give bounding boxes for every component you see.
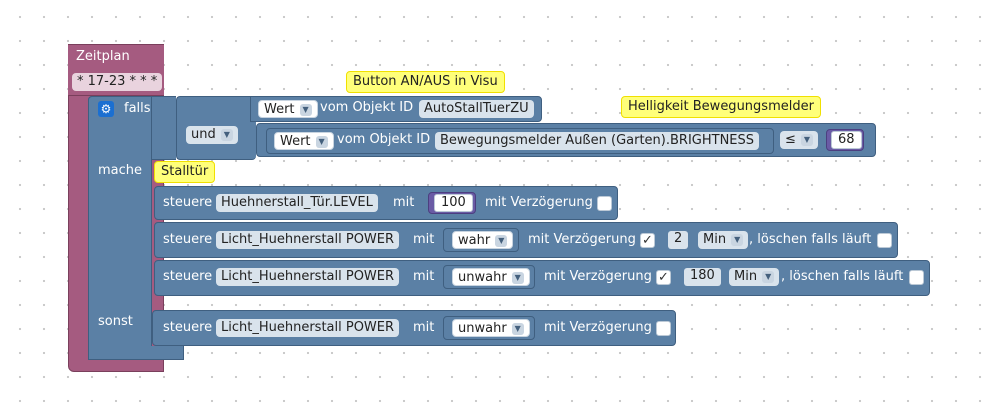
statement3-delay-checkbox[interactable]: ✓ xyxy=(656,270,671,285)
statement1-with: mit xyxy=(393,195,415,210)
chevron-down-icon: ▼ xyxy=(800,134,814,146)
statement3-unit-dropdown[interactable]: Min ▼ xyxy=(729,268,780,286)
comment-button-visu[interactable]: Button AN/AUS in Visu xyxy=(346,71,505,93)
statement3-control: steuere xyxy=(163,269,213,284)
statement4-bool-dropdown[interactable]: unwahr ▼ xyxy=(452,319,530,337)
condition2-operator-dropdown[interactable]: ≤▼ xyxy=(780,131,819,149)
statement4-delay-checkbox[interactable] xyxy=(656,321,671,336)
do-label: mache xyxy=(98,163,143,178)
statement2-control: steuere xyxy=(163,232,213,247)
statement4-with: mit xyxy=(413,320,435,335)
statement1-delay-checkbox[interactable] xyxy=(597,196,612,211)
condition1-text: vom Objekt ID xyxy=(320,100,414,115)
condition2-number-field[interactable]: 68 xyxy=(831,131,862,149)
condition2-object-id[interactable]: Bewegungsmelder Außen (Garten).BRIGHTNES… xyxy=(435,132,760,150)
condition1-value-dropdown[interactable]: Wert ▼ xyxy=(258,100,318,118)
comment-stalltuer[interactable]: Stalltür xyxy=(154,161,216,183)
chevron-down-icon: ▼ xyxy=(511,272,524,284)
chevron-down-icon: ▼ xyxy=(511,323,524,335)
chevron-down-icon: ▼ xyxy=(315,136,328,148)
schedule-cron-field[interactable]: * 17-23 * * * xyxy=(72,73,163,91)
schedule-title: Zeitplan xyxy=(76,49,130,64)
statement3-unit-label: Min xyxy=(734,269,758,284)
comment-brightness[interactable]: Helligkeit Bewegungsmelder xyxy=(621,96,821,118)
if-label: falls xyxy=(124,101,151,116)
statement3-bool-label: unwahr xyxy=(458,270,507,285)
statement3-delay-label: mit Verzögerung xyxy=(544,269,652,284)
chevron-down-icon: ▼ xyxy=(299,104,312,116)
else-label: sonst xyxy=(98,314,133,329)
condition1-object-id[interactable]: AutoStallTuerZU xyxy=(419,100,534,118)
statement1-control: steuere xyxy=(163,195,213,210)
statement3-bool-dropdown[interactable]: unwahr ▼ xyxy=(452,268,530,286)
statement2-block[interactable] xyxy=(154,222,898,258)
statement1-target[interactable]: Huehnerstall_Tür.LEVEL xyxy=(216,194,378,212)
statement2-unit-dropdown[interactable]: Min ▼ xyxy=(698,231,749,249)
statement2-unit-label: Min xyxy=(703,232,727,247)
statement2-clear-checkbox[interactable] xyxy=(877,233,892,248)
chevron-down-icon: ▼ xyxy=(731,234,744,246)
condition2-value-label: Wert xyxy=(280,134,311,149)
statement4-control: steuere xyxy=(163,320,213,335)
chevron-down-icon: ▼ xyxy=(762,271,775,283)
statement2-clear-label: , löschen falls läuft xyxy=(749,232,872,247)
statement3-with: mit xyxy=(413,269,435,284)
statement3-clear-label: , löschen falls läuft xyxy=(781,269,904,284)
statement2-delay-checkbox[interactable]: ✓ xyxy=(640,233,655,248)
if-block-spine xyxy=(88,96,152,360)
statement2-bool-dropdown[interactable]: wahr ▼ xyxy=(452,231,514,249)
condition2-value-dropdown[interactable]: Wert ▼ xyxy=(274,132,334,150)
and-dropdown-label: und xyxy=(191,127,216,142)
and-dropdown[interactable]: und ▼ xyxy=(186,126,238,144)
statement3-target[interactable]: Licht_Huehnerstall POWER xyxy=(216,268,400,286)
chevron-down-icon: ▼ xyxy=(220,129,233,141)
if-block-bottom xyxy=(88,346,184,360)
statement2-with: mit xyxy=(413,232,435,247)
gear-icon[interactable]: ⚙ xyxy=(98,101,114,117)
condition2-operator-label: ≤ xyxy=(785,132,796,147)
statement1-number-field[interactable]: 100 xyxy=(434,194,473,212)
statement4-delay-label: mit Verzögerung xyxy=(544,320,652,335)
statement2-target[interactable]: Licht_Huehnerstall POWER xyxy=(216,231,400,249)
condition2-text: vom Objekt ID xyxy=(337,132,431,147)
chevron-down-icon: ▼ xyxy=(495,235,508,247)
statement2-delay-label: mit Verzögerung xyxy=(528,232,636,247)
statement2-delay-value[interactable]: 2 xyxy=(668,231,689,249)
statement3-clear-checkbox[interactable] xyxy=(909,270,924,285)
condition1-value-label: Wert xyxy=(264,102,295,117)
statement1-delay-label: mit Verzögerung xyxy=(485,195,593,210)
statement4-target[interactable]: Licht_Huehnerstall POWER xyxy=(216,319,400,337)
statement4-bool-label: unwahr xyxy=(458,321,507,336)
statement2-bool-label: wahr xyxy=(458,233,491,248)
statement3-delay-value[interactable]: 180 xyxy=(684,268,721,286)
